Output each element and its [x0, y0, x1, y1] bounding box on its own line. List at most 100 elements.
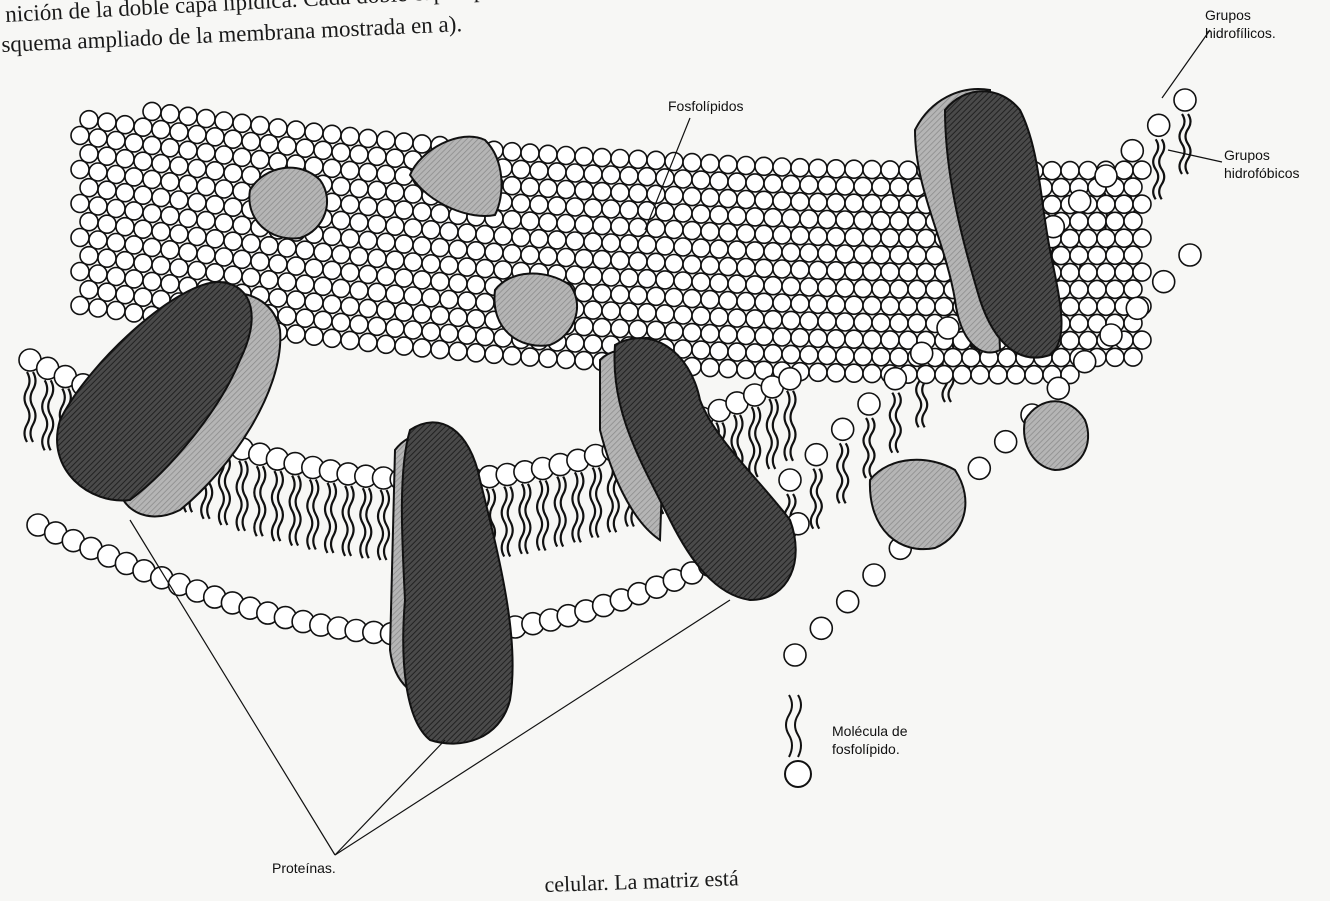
- phospholipid-head: [611, 150, 629, 168]
- phospholipid-head: [764, 277, 782, 295]
- phospholipid-head: [1043, 162, 1061, 180]
- phospholipid-head: [728, 173, 746, 191]
- phospholipid-head: [764, 311, 782, 329]
- phospholipid-tail: [237, 461, 242, 531]
- phospholipid-head: [872, 314, 890, 332]
- phospholipid-tail: [343, 486, 348, 556]
- phospholipid-tail: [1186, 114, 1191, 174]
- phospholipid-head: [530, 162, 548, 180]
- phospholipid-head: [197, 178, 215, 196]
- phospholipid-head: [1070, 281, 1088, 299]
- phospholipid-head: [692, 307, 710, 325]
- phospholipid-head: [1179, 244, 1201, 266]
- phospholipid-head: [350, 145, 368, 163]
- phospholipid-head: [647, 287, 665, 305]
- phospholipid-head: [800, 176, 818, 194]
- phospholipid-tail: [811, 469, 816, 529]
- phospholipid-head: [359, 197, 377, 215]
- phospholipid-head: [449, 240, 467, 258]
- phospholipid-head: [395, 133, 413, 151]
- phospholipid-head: [575, 284, 593, 302]
- phospholipid-head: [719, 190, 737, 208]
- phospholipid-head: [665, 221, 683, 239]
- phospholipid-head: [521, 178, 539, 196]
- phospholipid-tail: [870, 418, 875, 478]
- phospholipid-head: [818, 347, 836, 365]
- phospholipid-head: [827, 194, 845, 212]
- phospholipid-head: [854, 245, 872, 263]
- phospholipid-head: [746, 344, 764, 362]
- phospholipid-head: [917, 263, 935, 281]
- phospholipid-tail: [896, 393, 901, 453]
- phospholipid-head: [908, 314, 926, 332]
- phospholipid-head: [1061, 298, 1079, 316]
- phospholipid-tail: [785, 391, 790, 461]
- phospholipid-head: [764, 209, 782, 227]
- phospholipid-head: [1061, 162, 1079, 180]
- phospholipid-tail: [1153, 139, 1158, 199]
- phospholipid-tail: [843, 443, 848, 503]
- phospholipid-head: [332, 211, 350, 229]
- phospholipid-head: [1079, 230, 1097, 248]
- phospholipid-head: [872, 178, 890, 196]
- phospholipid-head: [170, 225, 188, 243]
- phospholipid-head: [1052, 179, 1070, 197]
- phospholipid-head: [1047, 377, 1069, 399]
- phospholipid-head: [764, 243, 782, 261]
- phospholipid-head: [1097, 263, 1115, 281]
- phospholipid-head: [161, 139, 179, 157]
- phospholipid-head: [809, 159, 827, 177]
- phospholipid-head: [863, 263, 881, 281]
- phospholipid-head: [386, 251, 404, 269]
- phospholipid-head: [890, 348, 908, 366]
- phospholipid-head: [152, 189, 170, 207]
- phospholipid-tail: [360, 488, 365, 558]
- phospholipid-head: [782, 277, 800, 295]
- label-hidrofobicos-line1: Grupos: [1224, 146, 1300, 164]
- phospholipid-head: [287, 325, 305, 343]
- phospholipid-head: [197, 212, 215, 230]
- phospholipid-head: [800, 210, 818, 228]
- phospholipid-head: [215, 180, 233, 198]
- phospholipid-head: [1069, 190, 1091, 212]
- phospholipid-head: [539, 349, 557, 367]
- phospholipid-head: [899, 229, 917, 247]
- phospholipid-head: [629, 252, 647, 270]
- phospholipid-head: [80, 145, 98, 163]
- phospholipid-head: [911, 342, 933, 364]
- phospholipid-head: [881, 195, 899, 213]
- phospholipid-head: [665, 323, 683, 341]
- phospholipid-head: [341, 195, 359, 213]
- phospholipid-head: [1043, 196, 1061, 214]
- phospholipid-head: [701, 155, 719, 173]
- phospholipid-tail: [817, 469, 822, 529]
- phospholipid-head: [269, 255, 287, 273]
- phospholipid-head: [692, 341, 710, 359]
- phospholipid-head: [116, 116, 134, 134]
- phospholipid-head: [755, 293, 773, 311]
- phospholipid-tail: [48, 380, 53, 450]
- phospholipid-head: [701, 325, 719, 343]
- phospholipid-head: [251, 117, 269, 135]
- phospholipid-head: [809, 329, 827, 347]
- phospholipid-head: [656, 305, 674, 323]
- phospholipid-head: [995, 431, 1017, 453]
- phospholipid-head: [890, 280, 908, 298]
- phospholipid-head: [224, 232, 242, 250]
- phospholipid-head: [386, 217, 404, 235]
- phospholipid-head: [341, 229, 359, 247]
- phospholipid-head: [224, 130, 242, 148]
- phospholipid-head: [323, 295, 341, 313]
- phospholipid-head: [899, 161, 917, 179]
- phospholipid-head: [206, 162, 224, 180]
- phospholipid-head: [1106, 280, 1124, 298]
- phospholipid-head: [863, 297, 881, 315]
- phospholipid-head: [296, 241, 314, 259]
- phospholipid-head: [503, 347, 521, 365]
- phospholipid-head: [197, 144, 215, 162]
- phospholipid-head: [719, 326, 737, 344]
- phospholipid-head: [206, 230, 224, 248]
- phospholipid-head: [242, 269, 260, 287]
- phospholipid-head: [719, 360, 737, 378]
- phospholipid-head: [755, 259, 773, 277]
